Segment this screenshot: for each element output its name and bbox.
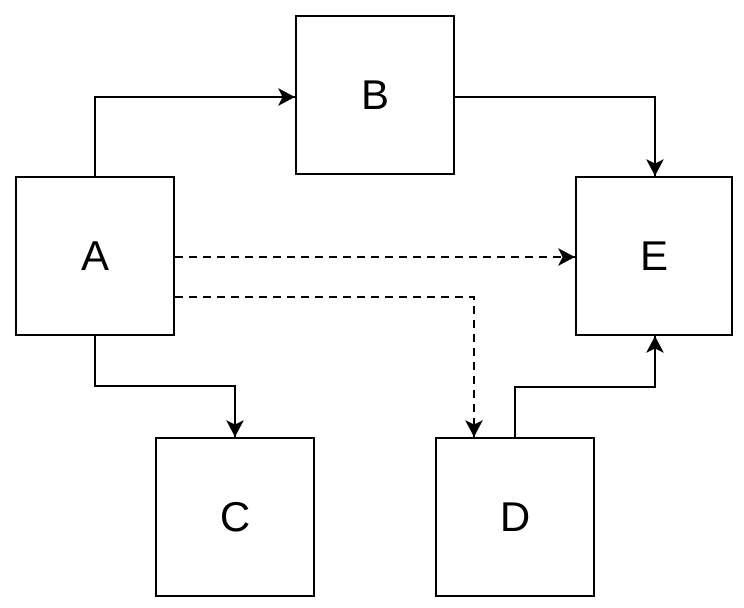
node-d: D <box>435 437 595 597</box>
edge-b-e <box>455 96 664 176</box>
node-c-label: C <box>219 493 251 540</box>
node-c: C <box>155 437 315 597</box>
node-b-label: B <box>360 71 389 118</box>
node-b: B <box>295 15 455 175</box>
node-e: E <box>575 176 733 336</box>
node-e-label: E <box>639 232 668 279</box>
edge-d-e <box>514 336 664 437</box>
edge-a-c <box>94 336 244 437</box>
edge-a-d <box>175 296 483 437</box>
node-d-label: D <box>499 493 531 540</box>
edge-a-b <box>94 88 295 176</box>
node-a-label: A <box>80 232 109 279</box>
node-a: A <box>15 176 175 336</box>
